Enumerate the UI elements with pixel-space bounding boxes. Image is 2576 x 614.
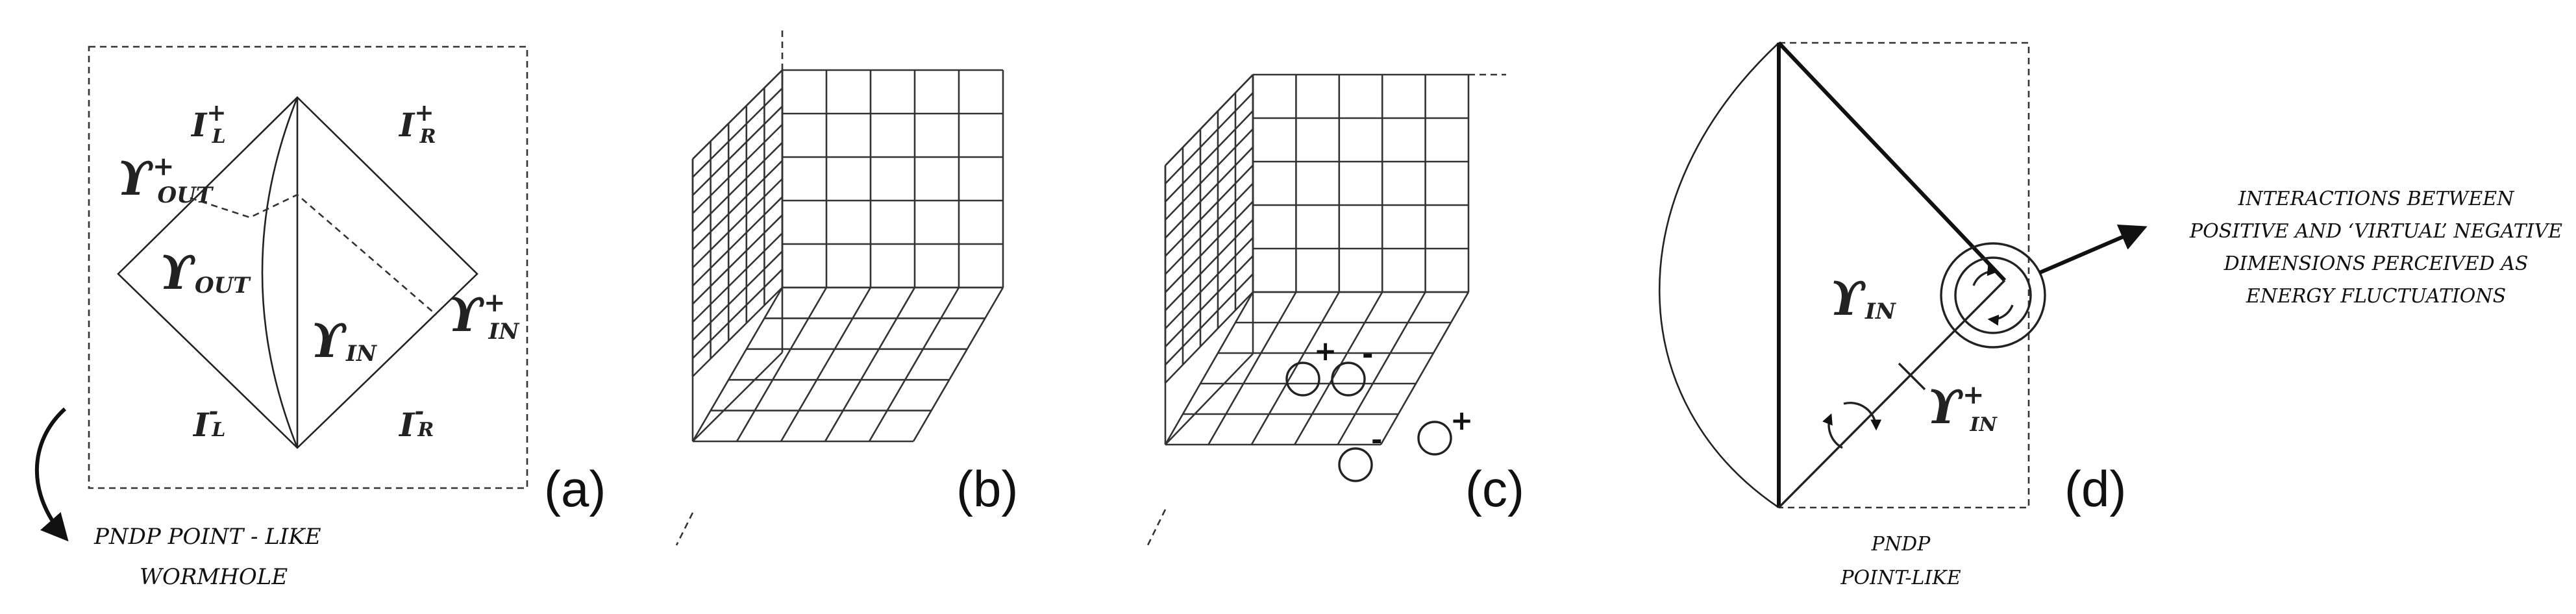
grid-line — [692, 105, 783, 196]
charge-sign-plus-1: + — [1314, 335, 1337, 367]
panel-d-frame — [1779, 42, 2030, 509]
grid-line — [1165, 182, 1254, 275]
panel-b: (b) — [675, 29, 1018, 546]
grid-line — [692, 269, 783, 360]
grid-line — [1337, 291, 1426, 445]
label-upsilon-in: ϒIN — [310, 313, 378, 368]
panel-a-caption-line2: WORMHOLE — [140, 564, 288, 590]
panel-d-caption-line2: POINT-LIKE — [1840, 567, 1961, 589]
grid-line — [1165, 74, 1254, 166]
grid-line — [692, 178, 783, 269]
grid-line — [692, 87, 783, 178]
grid-line — [824, 287, 916, 442]
panel-d-caption-line1: PNDP — [1871, 533, 1931, 556]
charge-circle-minus-1 — [1331, 362, 1366, 397]
panel-a: I+L I+R I-L I-R ϒ+OUT ϒOUT ϒIN ϒ+IN (a) … — [34, 45, 606, 590]
label-upsilon-in-plus: ϒ+IN — [448, 287, 520, 345]
grid-line — [692, 352, 783, 442]
label-i-plus-r: I+R — [398, 99, 436, 148]
grid-line — [692, 69, 783, 160]
grid-line — [1165, 164, 1254, 257]
grid-line — [692, 141, 783, 232]
label-i-plus-l: I+L — [190, 99, 227, 148]
grid-line — [1208, 291, 1297, 445]
axis-line — [675, 512, 694, 546]
grid-line — [1165, 146, 1254, 239]
charge-sign-minus-2: - — [1371, 424, 1382, 456]
grid-line — [780, 287, 872, 442]
interaction-circle-outer — [1940, 242, 2046, 349]
grid-line — [1294, 291, 1383, 445]
panel-d-upper-diagonal — [1777, 41, 2007, 282]
annotation-line2: POSITIVE AND ‘VIRTUAL’ NEGATIVE — [2189, 220, 2562, 243]
annotation-line1: INTERACTIONS BETWEEN — [2238, 188, 2516, 210]
annotation-line4: ENERGY FLUCTUATIONS — [2246, 285, 2506, 308]
grid-line — [1165, 353, 1254, 445]
panel-c-label: (c) — [1465, 460, 1524, 517]
label-upsilon-out-plus: ϒ+OUT — [117, 151, 214, 208]
panel-c-grid — [1146, 73, 1506, 546]
rotation-arrow-icon — [1822, 413, 1843, 449]
grid-line — [692, 196, 783, 287]
panel-a-label: (a) — [544, 460, 606, 517]
panel-d-label: (d) — [2064, 460, 2126, 517]
annotation-arrow — [2038, 224, 2148, 275]
grid-line — [1165, 291, 1254, 384]
label-d-upsilon-in-plus: ϒ+IN — [1927, 379, 1998, 436]
grid-line — [1165, 128, 1254, 221]
label-i-minus-r: I-R — [398, 398, 434, 444]
rotation-arrow-icon — [1972, 265, 1999, 286]
rotation-arrow-icon — [1843, 402, 1882, 431]
grid-line — [692, 160, 783, 251]
label-upsilon-out: ϒOUT — [159, 245, 251, 300]
panel-d: ϒIN ϒ+IN (d) PNDP POINT-LIKE INTERACTION… — [1659, 41, 2562, 589]
grid-line — [1165, 237, 1254, 330]
grid-line — [1164, 291, 1254, 445]
panel-a-frame — [88, 45, 528, 489]
panel-d-outer-arc — [1659, 42, 1779, 509]
panel-b-label: (b) — [956, 460, 1018, 517]
axis-line — [1146, 509, 1167, 546]
grid-line — [1165, 219, 1254, 312]
panel-c: + - - + (c) — [1146, 73, 1524, 546]
grid-line — [692, 123, 783, 214]
grid-line — [692, 214, 783, 305]
annotation-line3: DIMENSIONS PERCEIVED AS — [2223, 252, 2529, 275]
horizon-dashed-line — [190, 193, 437, 315]
interaction-circle-inner — [1954, 256, 2032, 334]
grid-line — [1165, 110, 1254, 203]
charge-circle-plus-2 — [1417, 421, 1452, 456]
rotation-arrow-icon — [1987, 304, 2014, 326]
grid-line — [1250, 291, 1340, 445]
label-d-upsilon-in: ϒIN — [1829, 271, 1897, 326]
grid-line — [692, 251, 783, 341]
panel-a-caption-line1: PNDP POINT - LIKE — [93, 524, 321, 550]
charge-circle-plus-1 — [1285, 362, 1320, 397]
grid-line — [692, 287, 783, 377]
label-i-minus-l: I-L — [192, 398, 225, 444]
grid-line — [1165, 273, 1254, 365]
grid-line — [1165, 201, 1254, 293]
grid-line — [1165, 92, 1254, 184]
grid-line — [736, 287, 828, 442]
charge-sign-plus-2: + — [1450, 404, 1473, 436]
grid-line — [1165, 255, 1254, 348]
charge-circle-minus-2 — [1338, 447, 1373, 482]
tick-mark — [1898, 362, 1926, 391]
grid-line — [691, 287, 784, 442]
wormhole-throat-curve — [261, 97, 299, 448]
panel-b-grid — [675, 29, 1004, 546]
charge-sign-minus-1: - — [1362, 338, 1373, 370]
grid-line — [1380, 291, 1470, 445]
grid-line — [692, 232, 783, 323]
panel-d-lower-diagonal — [1777, 279, 2006, 509]
grid-line — [912, 287, 1004, 442]
grid-line — [868, 287, 960, 442]
curved-arrow-icon — [34, 407, 69, 542]
